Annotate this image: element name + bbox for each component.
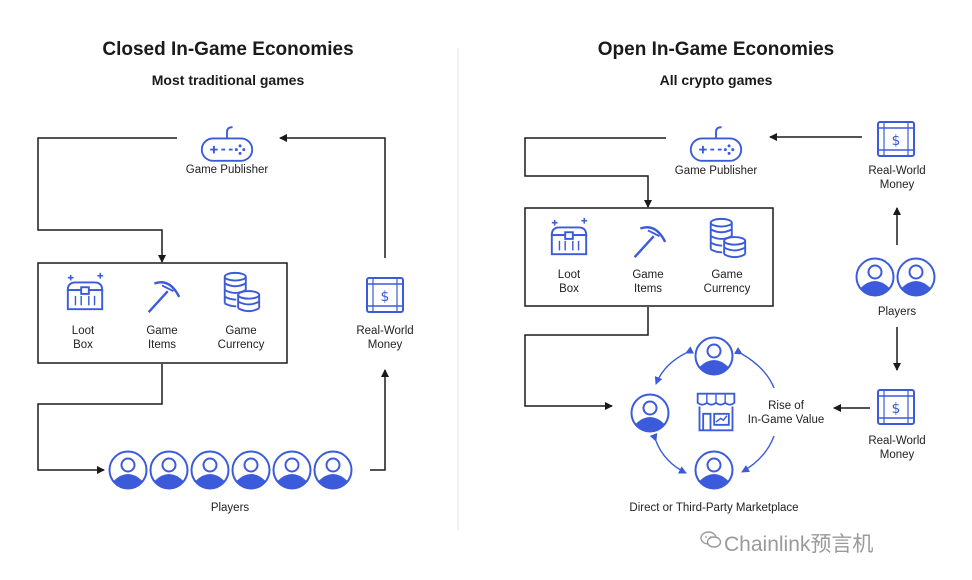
player-icon <box>313 450 353 490</box>
closed-money-label: Real-World Money <box>356 325 414 352</box>
storefront-icon <box>696 392 736 432</box>
open-money-bottom-label: Real-World Money <box>868 435 926 462</box>
player-icon <box>190 450 230 490</box>
open-title: Open In-Game Economies <box>597 39 835 60</box>
closed-title: Closed In-Game Economies <box>102 39 354 60</box>
gamepad-icon <box>689 126 743 162</box>
cycle-arrow-right-bottom <box>741 435 775 473</box>
rise-label: Rise of In-Game Value <box>747 400 825 427</box>
arrow-items-to-players <box>37 364 163 474</box>
player-icon <box>630 393 670 433</box>
open-game-items-label: Game Items <box>632 269 664 296</box>
pickaxe-icon <box>147 281 181 314</box>
player-icon <box>149 450 189 490</box>
arrow-players-to-money <box>370 369 389 471</box>
money-icon <box>877 389 915 425</box>
player-icon <box>896 257 936 297</box>
money-icon <box>877 121 915 157</box>
cycle-arrow-left-bottom <box>649 433 687 474</box>
closed-loot-box-label: Loot Box <box>71 325 95 352</box>
closed-players-label: Players <box>210 502 250 514</box>
open-players-label: Players <box>877 306 917 318</box>
closed-game-items-label: Game Items <box>146 325 178 352</box>
player-icon <box>694 336 734 376</box>
player-icon <box>231 450 271 490</box>
coin-stack-icon <box>709 217 747 259</box>
player-icon <box>855 257 895 297</box>
open-items-box <box>524 207 774 307</box>
cycle-arrow-right-top <box>733 347 775 389</box>
arrow-publisher-to-items <box>37 137 177 263</box>
closed-subtitle: Most traditional games <box>151 72 305 88</box>
player-icon <box>272 450 312 490</box>
open-loot-box-label: Loot Box <box>557 269 581 296</box>
open-subtitle: All crypto games <box>659 72 773 88</box>
player-icon <box>694 450 734 490</box>
player-icon <box>108 450 148 490</box>
open-game-currency-label: Game Currency <box>703 269 751 296</box>
closed-publisher-label: Game Publisher <box>185 164 269 176</box>
open-publisher-label: Game Publisher <box>674 165 758 177</box>
arrow-publisher-to-items <box>524 137 666 208</box>
watermark: Chainlink预言机 <box>724 533 874 556</box>
arrow-items-to-marketplace <box>524 307 649 410</box>
money-icon <box>366 277 404 313</box>
gamepad-icon <box>200 126 254 162</box>
closed-game-currency-label: Game Currency <box>217 325 265 352</box>
pickaxe-icon <box>633 226 667 259</box>
chat-bubble-icon <box>700 531 722 548</box>
coin-stack-icon <box>223 271 261 313</box>
cycle-arrow-left-top <box>654 346 695 385</box>
closed-items-box <box>37 262 288 364</box>
loot-box-icon <box>550 216 589 256</box>
open-money-top-label: Real-World Money <box>868 165 926 192</box>
closed-players-row <box>108 450 353 490</box>
loot-box-icon <box>66 271 105 311</box>
marketplace-label: Direct or Third-Party Marketplace <box>629 502 799 514</box>
arrow-money-to-publisher <box>279 134 386 258</box>
